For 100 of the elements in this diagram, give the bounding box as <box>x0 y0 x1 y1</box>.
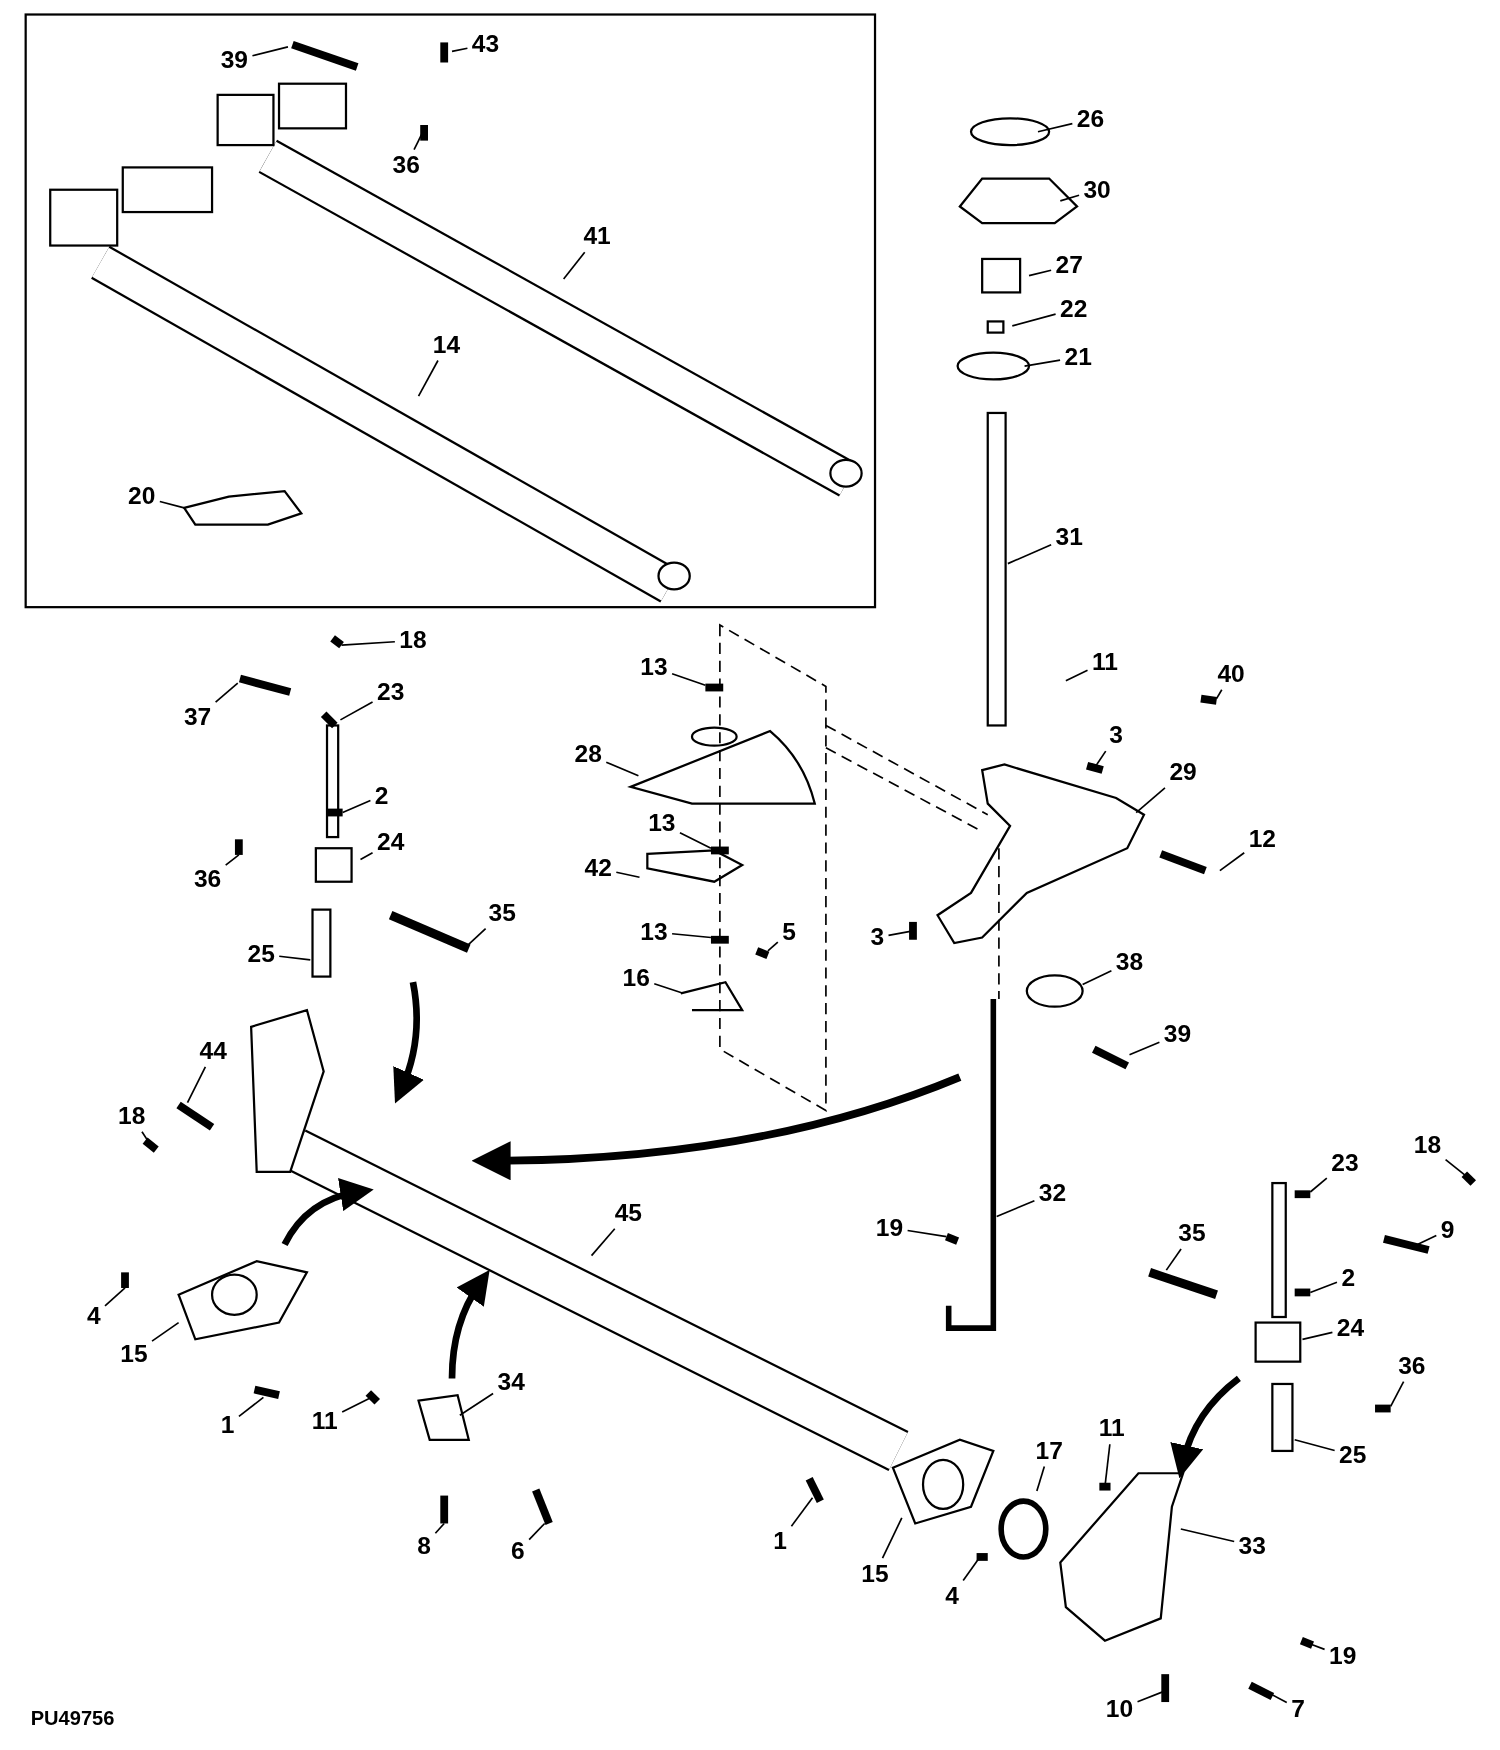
leader-line <box>339 701 374 721</box>
leader-line <box>605 761 640 777</box>
callout-number: 11 <box>1096 1415 1127 1442</box>
callout-number: 34 <box>495 1368 528 1396</box>
callout-number: 8 <box>415 1532 434 1560</box>
callout-number: 36 <box>1395 1352 1428 1380</box>
callout-number: 6 <box>508 1538 527 1565</box>
callout-number: 30 <box>1081 176 1113 204</box>
callout-number: 43 <box>469 31 502 59</box>
callout-number: 19 <box>1326 1642 1359 1670</box>
leader-line <box>1180 1528 1235 1543</box>
callout-number: 23 <box>374 678 407 706</box>
leader-line <box>1215 688 1223 700</box>
leader-line <box>340 640 396 646</box>
leader-line <box>104 1287 126 1307</box>
leader-line <box>1219 851 1246 872</box>
callout-number: 35 <box>1176 1219 1208 1247</box>
callout-number: 4 <box>942 1582 962 1610</box>
callout-number: 36 <box>191 866 224 893</box>
leader-line <box>359 851 374 861</box>
callout-number: 15 <box>118 1340 150 1368</box>
callout-number: 14 <box>430 331 463 359</box>
leader-line <box>653 982 684 995</box>
callout-number: 16 <box>620 964 653 992</box>
callout-number: 36 <box>390 151 423 179</box>
leader-line <box>186 1066 207 1104</box>
callout-number: 31 <box>1053 523 1086 551</box>
leader-line <box>671 672 707 687</box>
leader-line <box>1309 1281 1338 1294</box>
callout-number: 13 <box>645 810 678 838</box>
leader-line <box>1309 1177 1328 1193</box>
callout-number: 23 <box>1329 1149 1361 1177</box>
leader-line <box>679 831 712 850</box>
callout-number: 11 <box>309 1407 340 1435</box>
leader-line <box>434 1522 446 1535</box>
callout-number: 28 <box>572 741 605 768</box>
callout-number: 29 <box>1167 758 1199 786</box>
callout-number: 1 <box>771 1527 790 1555</box>
callout-number: 9 <box>1438 1216 1457 1244</box>
callout-number: 2 <box>372 782 391 810</box>
callout-number: 3 <box>868 924 887 951</box>
callout-number: 20 <box>125 483 158 511</box>
leader-line <box>1309 1643 1326 1651</box>
callout-number: 39 <box>218 46 251 74</box>
callout-number: 27 <box>1053 252 1086 279</box>
callout-number: 13 <box>638 918 670 946</box>
callout-number: 15 <box>859 1560 891 1588</box>
callout-number: 26 <box>1074 106 1107 133</box>
callout-number: 45 <box>612 1199 645 1227</box>
callout-number: 5 <box>780 918 799 946</box>
callout-number: 42 <box>582 854 615 882</box>
callout-number: 7 <box>1288 1695 1308 1723</box>
leader-line <box>278 955 312 961</box>
leader-line <box>1416 1234 1438 1246</box>
callout-number: 24 <box>374 829 407 857</box>
callout-number: 22 <box>1057 295 1090 323</box>
leader-line <box>238 1396 265 1418</box>
leader-line <box>1011 313 1057 327</box>
leader-line <box>159 500 185 509</box>
callout-number: 38 <box>1113 948 1146 976</box>
callout-number: 1 <box>218 1411 237 1439</box>
leader-line <box>962 1556 981 1582</box>
callout-number: 18 <box>1411 1131 1444 1159</box>
leader-line <box>1135 787 1166 814</box>
callout-number: 10 <box>1103 1695 1136 1723</box>
leader-line <box>459 1392 494 1417</box>
callout-number: 25 <box>245 940 278 968</box>
callout-number: 24 <box>1334 1314 1367 1342</box>
callout-number: 19 <box>873 1214 906 1242</box>
callout-number: 44 <box>197 1037 230 1065</box>
leader-line <box>1037 122 1074 133</box>
callout-number: 18 <box>397 627 429 655</box>
leader-line <box>615 871 641 879</box>
leader-line <box>1065 669 1089 682</box>
leader-line <box>214 682 239 703</box>
leader-line <box>767 941 779 952</box>
callout-number: 33 <box>1236 1532 1269 1560</box>
leader-line <box>1007 543 1052 565</box>
leader-line <box>1095 750 1107 767</box>
leader-line <box>590 1228 616 1257</box>
leader-line <box>1023 359 1061 367</box>
callout-number: 39 <box>1161 1021 1194 1048</box>
leader-line <box>671 932 712 939</box>
callout-number: 41 <box>581 223 613 250</box>
callout-number: 13 <box>638 654 670 681</box>
leader-line <box>1059 194 1080 202</box>
leader-line <box>451 47 469 53</box>
callout-number: 35 <box>486 899 519 927</box>
leader-line <box>1028 269 1052 277</box>
callout-number: 3 <box>1107 722 1126 749</box>
leader-line <box>1389 1380 1405 1408</box>
leader-line <box>1036 1465 1046 1492</box>
callout-number: 25 <box>1336 1442 1369 1469</box>
leader-line <box>1301 1331 1334 1341</box>
callout-number: 2 <box>1339 1264 1358 1292</box>
leader-line <box>881 1517 903 1559</box>
leader-line <box>151 1321 180 1342</box>
leader-line <box>465 927 487 948</box>
callout-number: 40 <box>1215 660 1247 688</box>
leader-line <box>1444 1158 1468 1178</box>
